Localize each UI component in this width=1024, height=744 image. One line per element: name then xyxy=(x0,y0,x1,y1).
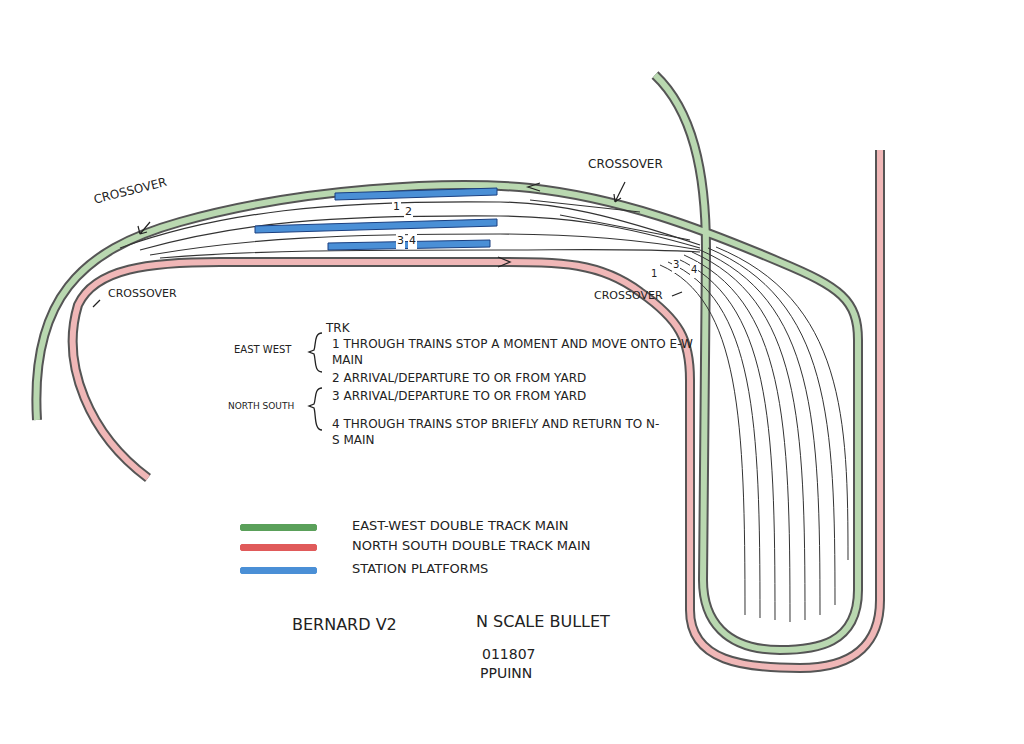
track-number: 1 xyxy=(392,199,401,215)
legend-text: STATION PLATFORMS xyxy=(352,561,488,577)
ns-main-fill xyxy=(73,150,880,668)
yard-tracks xyxy=(660,247,848,622)
ns-main xyxy=(73,150,880,668)
ew-main xyxy=(36,75,858,650)
station-tracks xyxy=(120,200,700,258)
track-note: 4 THROUGH TRAINS STOP BRIEFLY AND RETURN… xyxy=(332,416,662,448)
crossover-pointers xyxy=(93,182,682,307)
track-note: 1 THROUGH TRAINS STOP A MOMENT AND MOVE … xyxy=(332,336,702,368)
ew-main-fill xyxy=(36,75,858,650)
plan-author: PPUINN xyxy=(480,665,532,681)
track-number: 4 xyxy=(408,233,417,249)
legend-swatch xyxy=(240,567,317,574)
legend-swatch xyxy=(240,524,317,531)
track-number: 2 xyxy=(404,204,413,220)
callout-label: CROSSOVER xyxy=(108,286,177,302)
plan-date: 011807 xyxy=(482,646,535,662)
brackets xyxy=(309,333,322,430)
plan-scale: N SCALE BULLET xyxy=(476,614,610,630)
station-platforms xyxy=(255,188,497,250)
plan-name: BERNARD V2 xyxy=(292,617,397,633)
track-number: 4 xyxy=(690,262,698,278)
track-number: 3 xyxy=(396,233,405,249)
callout-label: CROSSOVER xyxy=(92,174,168,208)
legend-text: NORTH SOUTH DOUBLE TRACK MAIN xyxy=(352,538,591,554)
track-number: 3 xyxy=(672,257,680,273)
group-label: EAST WEST xyxy=(234,342,309,358)
callout-label: CROSSOVER xyxy=(594,288,663,304)
group-label: NORTH SOUTH xyxy=(228,398,308,414)
legend-text: EAST-WEST DOUBLE TRACK MAIN xyxy=(352,518,568,534)
direction-arrows xyxy=(498,183,540,267)
column-heading: TRK xyxy=(326,320,350,336)
callout-label: CROSSOVER xyxy=(588,156,663,172)
track-note: 2 ARRIVAL/DEPARTURE TO OR FROM YARD xyxy=(332,370,712,386)
track-number: 1 xyxy=(650,266,658,282)
legend-swatch xyxy=(240,544,317,551)
track-note: 3 ARRIVAL/DEPARTURE TO OR FROM YARD xyxy=(332,388,712,404)
